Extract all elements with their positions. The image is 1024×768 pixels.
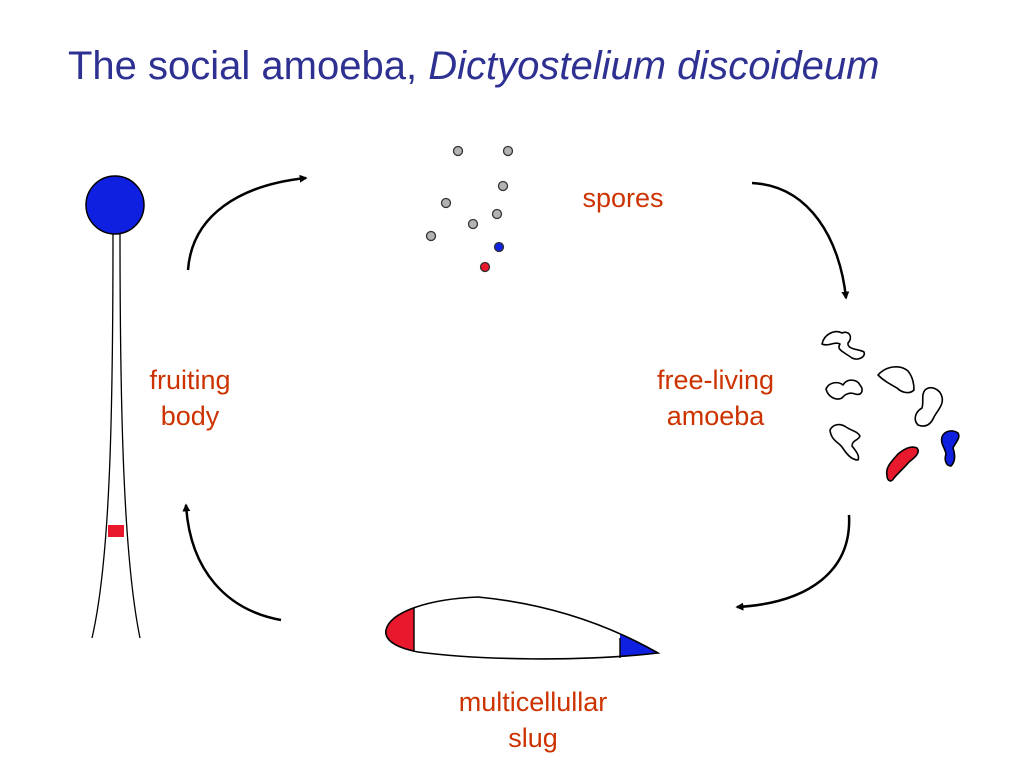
spore: [440, 197, 452, 209]
label-slug-line-1: multicellullar: [458, 687, 608, 717]
arrow-slug-to-fruiting: [182, 503, 282, 622]
label-multicellular-slug: multicellullar slug: [418, 684, 648, 756]
label-spores-line-1: spores: [582, 183, 664, 213]
label-amoeba-line-1: free-living: [656, 365, 775, 395]
slug-body: [385, 597, 658, 659]
label-fruiting-line-2: body: [160, 401, 220, 431]
multicellular-slug: [385, 596, 661, 660]
label-spores: spores: [558, 180, 688, 216]
spore: [467, 218, 479, 230]
spore: [502, 145, 514, 157]
spore: [452, 145, 464, 157]
amoebae-cluster: [821, 330, 960, 482]
slug-outline: [385, 596, 661, 660]
amoeba-cell: [877, 366, 915, 394]
spore: [425, 230, 437, 242]
spore-red: [479, 261, 491, 273]
spore-blue: [493, 241, 505, 253]
label-slug-line-2: slug: [508, 723, 558, 753]
stalk-red-band: [108, 525, 124, 537]
label-fruiting-body: fruiting body: [120, 362, 260, 434]
species-name: Dictyostelium discoideum: [428, 44, 880, 88]
stalk: [91, 231, 141, 639]
spore: [497, 180, 509, 192]
amoeba-cell: [829, 423, 861, 461]
fruiting-body: [85, 175, 145, 639]
amoeba-cell: [914, 387, 944, 427]
amoeba-cell: [825, 379, 863, 400]
label-amoeba-line-2: amoeba: [666, 401, 765, 431]
slug-prestalk-zone: [385, 597, 414, 659]
amoeba-red: [885, 446, 919, 482]
arrow-fruiting-to-spores: [186, 174, 308, 271]
slide-title: The social amoeba, Dictyostelium discoid…: [68, 44, 879, 89]
spores-cluster: [425, 145, 514, 273]
arrow-amoeba-to-slug: [735, 514, 851, 611]
label-fruiting-line-1: fruiting: [149, 365, 231, 395]
spore: [491, 208, 503, 220]
title-text: The social amoeba,: [68, 44, 429, 88]
arrow-spores-to-amoeba: [751, 181, 850, 300]
label-free-living-amoeba: free-living amoeba: [628, 362, 803, 434]
amoeba-cell: [821, 330, 866, 360]
sorus-spore-head: [85, 175, 145, 235]
amoeba-blue: [940, 430, 960, 467]
slug-prespore-zone: [620, 600, 658, 659]
